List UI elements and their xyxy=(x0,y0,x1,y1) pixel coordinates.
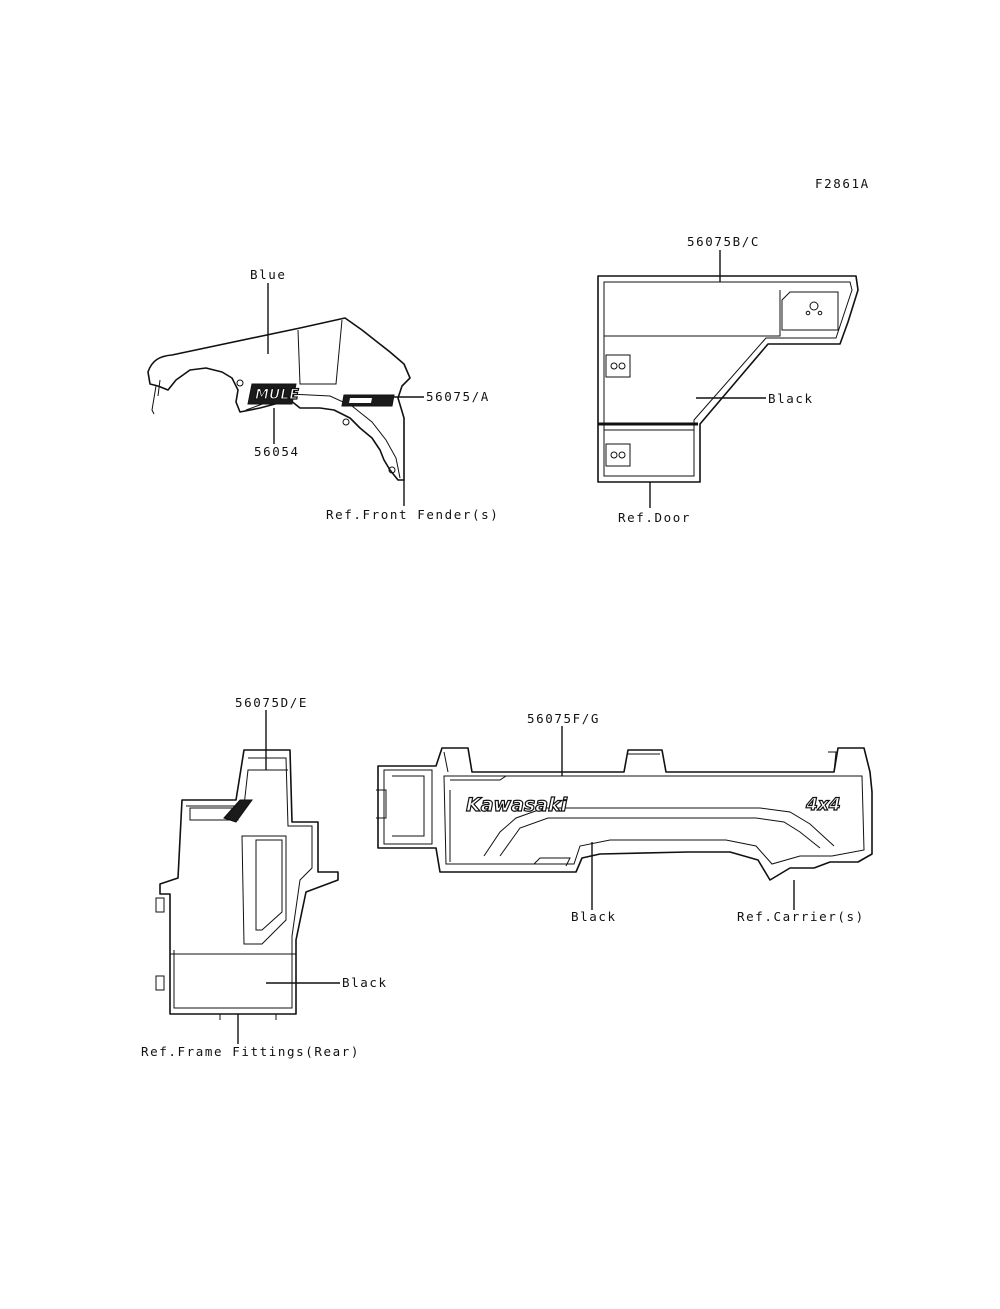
label-56075a: 56075/A xyxy=(426,389,490,404)
mule-logo: MULE xyxy=(255,387,299,403)
label-black-carrier: Black xyxy=(571,909,617,924)
four-by-four-logo: 4x4 xyxy=(805,795,841,815)
front-fender-part: MULE xyxy=(147,317,411,481)
door-part xyxy=(597,275,859,483)
label-black-door: Black xyxy=(768,391,814,406)
label-56075bc: 56075B/C xyxy=(687,234,761,249)
label-56054: 56054 xyxy=(254,444,300,459)
label-ref-front-fender: Ref.Front Fender(s) xyxy=(326,507,500,522)
frame-fittings-part xyxy=(155,749,339,1020)
kawasaki-logo: Kawasaki xyxy=(466,794,568,816)
label-ref-door: Ref.Door xyxy=(618,510,692,525)
label-ref-carrier: Ref.Carrier(s) xyxy=(737,909,865,924)
label-blue: Blue xyxy=(250,267,287,282)
label-black-frame: Black xyxy=(342,975,388,990)
carrier-part: Kawasaki 4x4 xyxy=(376,747,873,881)
label-ref-frame: Ref.Frame Fittings(Rear) xyxy=(141,1044,361,1059)
figure-code: F2861A xyxy=(815,176,870,191)
label-56075de: 56075D/E xyxy=(235,695,309,710)
label-56075fg: 56075F/G xyxy=(527,711,601,726)
